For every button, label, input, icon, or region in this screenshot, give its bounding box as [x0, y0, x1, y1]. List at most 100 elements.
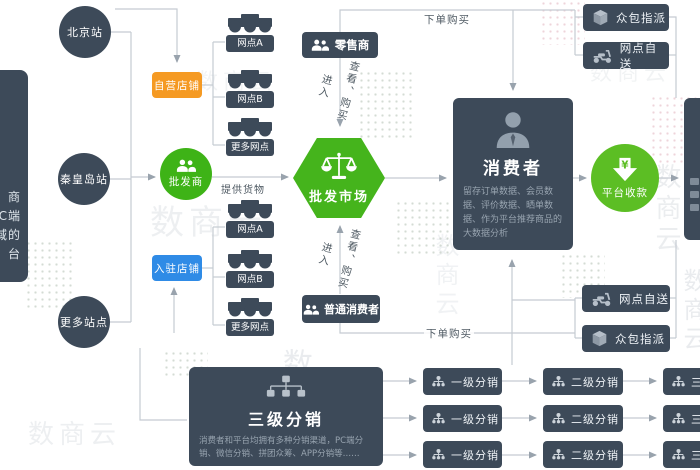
order-buy-label: 下单购买	[424, 326, 474, 341]
storefront-icon	[226, 200, 274, 238]
level3-distribution-node: 三级分销	[663, 405, 700, 432]
outlet-delivery-node: 网点自送	[582, 285, 670, 312]
normal-consumer-label: 普通消费者	[324, 303, 379, 316]
hierarchy-icon	[432, 449, 445, 460]
view-buy-label: 查看、购买	[335, 227, 363, 291]
outlet-node: 更多网点	[226, 118, 274, 156]
hierarchy-icon	[672, 376, 685, 387]
provide-goods-label: 提供货物	[219, 181, 267, 196]
chain-label: 三级分销	[691, 375, 700, 389]
tag-label: 入驻店铺	[154, 262, 200, 275]
delivery-label: 网点自送	[619, 291, 669, 306]
hierarchy-icon	[672, 413, 685, 424]
scooter-icon	[593, 49, 611, 63]
storefront-icon	[226, 250, 274, 288]
left-cropped-panel: 商 C端 域的 台	[0, 70, 28, 282]
outlet-label: 网点B	[237, 274, 263, 285]
outlet-label: 网点B	[237, 94, 263, 105]
halftone-dots	[358, 70, 413, 140]
person-icon	[496, 112, 530, 148]
station-more: 更多站点	[58, 296, 110, 348]
normal-consumer-node: 普通消费者	[302, 295, 380, 323]
people-icon	[311, 39, 329, 51]
chain-label: 二级分销	[571, 375, 619, 389]
hierarchy-icon	[432, 376, 445, 387]
consumer-panel: 消费者 留存订单数据、会员数据、评价数据、晒单数据、作为平台推荐商品的大数据分析	[453, 98, 573, 250]
hierarchy-icon	[266, 375, 306, 397]
outlet-delivery-node: 网点自送	[583, 40, 669, 71]
scales-icon	[321, 152, 357, 179]
station-label: 秦皇岛站	[60, 173, 108, 186]
wholesaler-node: 批发商	[160, 148, 212, 200]
watermark: 数商云	[679, 268, 700, 355]
right-cropped-panel	[684, 98, 700, 240]
level2-distribution-node: 二级分销	[543, 441, 623, 468]
panel-line: 域的	[0, 228, 21, 242]
settled-store-tag: 入驻店铺	[152, 255, 202, 281]
retailer-label: 零售商	[334, 38, 370, 52]
panel-line: 台	[7, 247, 21, 261]
outlet-node: 网点B	[226, 250, 274, 288]
hierarchy-icon	[672, 449, 685, 460]
outlet-node: 网点B	[226, 70, 274, 108]
station-beijing: 北京站	[59, 6, 111, 58]
scooter-icon	[592, 292, 611, 306]
enter-label: 进入	[316, 72, 334, 100]
halftone-dots	[25, 240, 75, 310]
people-icon	[176, 159, 196, 172]
chain-label: 一级分销	[451, 448, 499, 462]
consumer-desc: 留存订单数据、会员数据、评价数据、晒单数据、作为平台推荐商品的大数据分析	[463, 187, 563, 239]
package-icon	[592, 330, 607, 347]
panel-line: 商	[7, 190, 21, 204]
delivery-label: 众包指派	[616, 10, 666, 25]
self-operated-store-tag: 自营店铺	[152, 72, 202, 98]
distribution-title: 三级分销	[247, 410, 324, 429]
level1-distribution-node: 一级分销	[423, 441, 502, 468]
chain-label: 一级分销	[451, 375, 499, 389]
delivery-label: 众包指派	[615, 331, 665, 346]
outlet-label: 网点A	[237, 38, 263, 49]
yuan-glyph: ¥	[621, 160, 628, 171]
market-label: 批发市场	[308, 190, 369, 205]
distribution-desc: 消费者和平台均拥有多种分销渠道，PC端分销、微信分销、拼团众筹、APP分销等……	[199, 436, 364, 459]
package-icon	[593, 9, 608, 26]
outlet-node: 网点A	[226, 14, 274, 52]
enter-label: 进入	[316, 240, 334, 268]
retailer-node: 零售商	[302, 32, 378, 58]
watermark: 数商云	[28, 420, 122, 450]
halftone-dots	[395, 200, 450, 255]
hierarchy-icon	[552, 413, 565, 424]
level2-distribution-node: 二级分销	[543, 405, 623, 432]
level3-distribution-node: 三级分销	[663, 368, 700, 395]
hierarchy-icon	[432, 413, 445, 424]
chain-label: 二级分销	[571, 448, 619, 462]
panel-line: C端	[0, 209, 21, 223]
chain-label: 三级分销	[691, 412, 700, 426]
station-label: 更多站点	[60, 316, 108, 329]
storefront-icon	[226, 70, 274, 108]
people-icon	[303, 304, 319, 315]
outlet-node: 更多网点	[226, 298, 274, 336]
storefront-icon	[226, 14, 274, 52]
platform-payment-node: ¥ 平台收款	[591, 144, 659, 212]
crowdsource-dispatch-node: 众包指派	[583, 4, 669, 31]
level1-distribution-node: 一级分销	[423, 368, 502, 395]
consumer-title: 消费者	[483, 159, 543, 179]
outlet-label: 更多网点	[230, 142, 269, 153]
level3-distribution-node: 三级分销	[663, 441, 700, 468]
outlet-node: 网点A	[226, 200, 274, 238]
wholesaler-label: 批发商	[168, 176, 204, 188]
order-buy-label: 下单购买	[422, 12, 472, 27]
tag-label: 自营店铺	[154, 79, 200, 92]
crowdsource-dispatch-node: 众包指派	[582, 325, 670, 352]
payment-download-icon: ¥	[612, 157, 638, 181]
chain-label: 二级分销	[571, 412, 619, 426]
delivery-label: 网点自送	[619, 40, 658, 71]
outlet-label: 更多网点	[230, 322, 269, 333]
outlet-label: 网点A	[237, 224, 263, 235]
hierarchy-icon	[552, 449, 565, 460]
wholesale-market-node: 批发市场	[293, 138, 385, 218]
halftone-dots	[540, 0, 585, 45]
level1-distribution-node: 一级分销	[423, 405, 502, 432]
